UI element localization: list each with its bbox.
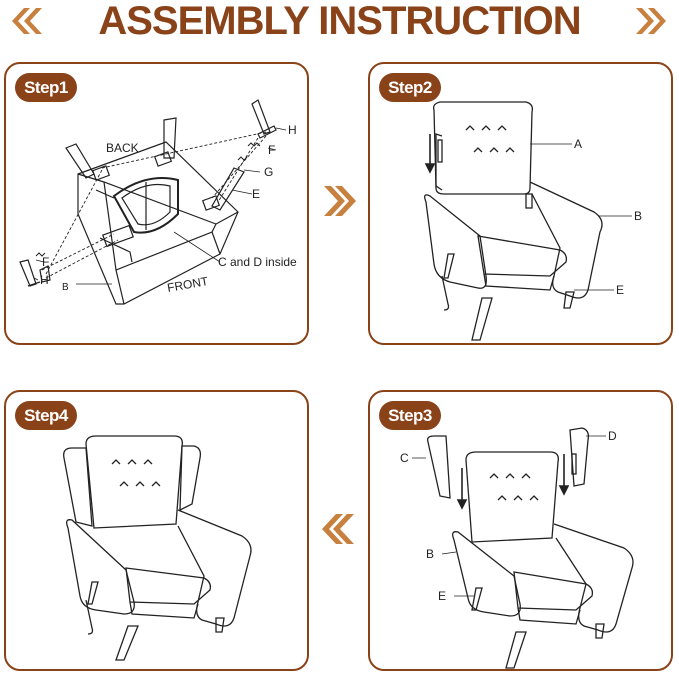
leg-back-left <box>87 581 99 605</box>
label-h-left: H <box>40 273 49 287</box>
arm-left <box>424 194 487 289</box>
page-title: ASSEMBLY INSTRUCTION <box>98 0 581 43</box>
leg-front-right <box>211 167 245 211</box>
label-c: C <box>400 451 409 465</box>
leg-front-left <box>471 297 493 341</box>
step4-badge: Step4 <box>15 401 77 430</box>
label-d: D <box>608 429 617 443</box>
label-b: B <box>62 282 69 293</box>
leg-back-left <box>471 587 483 611</box>
leg-back-left <box>443 253 455 279</box>
label-g: G <box>264 165 273 179</box>
arm-right <box>177 509 252 627</box>
seat-opening <box>112 177 179 234</box>
backrest <box>432 101 534 195</box>
label-b: B <box>634 209 642 223</box>
seat <box>477 235 568 277</box>
arm-right <box>529 181 603 299</box>
leg-front-right <box>215 617 225 633</box>
step3-panel: Step3 <box>368 390 673 671</box>
label-back: BACK <box>106 141 139 155</box>
leg-back-right <box>163 117 177 159</box>
label-e: E <box>616 283 624 297</box>
wing-left <box>63 447 93 527</box>
label-h-top: H <box>288 123 297 137</box>
label-a: A <box>574 137 582 151</box>
label-b: B <box>426 547 434 561</box>
label-f-left: F <box>42 255 49 269</box>
double-chevron-right-icon <box>324 186 356 216</box>
leg-front-left <box>505 631 527 669</box>
double-chevron-right-icon <box>636 8 666 34</box>
leg-front-right <box>563 291 575 309</box>
wing-d <box>569 427 590 487</box>
backrest <box>465 451 559 543</box>
step3-badge: Step3 <box>379 401 441 430</box>
arrow-down-icon <box>558 454 570 496</box>
step2-panel: Step2 <box>368 62 673 345</box>
label-e: E <box>252 187 260 201</box>
base-frame <box>77 141 239 305</box>
label-f-top: F <box>268 143 275 157</box>
step1-badge: Step1 <box>15 73 77 102</box>
step4-panel: Step4 <box>4 390 309 671</box>
arm-left <box>66 519 135 615</box>
step4-diagram <box>63 435 252 661</box>
arrow-down-icon <box>456 468 468 510</box>
step2-diagram: A B E <box>424 101 642 341</box>
step3-diagram: C D B E <box>400 427 634 669</box>
backrest <box>85 435 183 529</box>
step1-diagram: BACK H F G E C and D inside F H B FRONT <box>19 99 297 305</box>
label-front: FRONT <box>166 274 210 295</box>
step2-badge: Step2 <box>379 73 441 102</box>
wing-c <box>426 435 451 499</box>
seat <box>125 567 212 605</box>
arrow-down-icon <box>424 134 436 174</box>
label-c-and-d-inside: C and D inside <box>218 255 297 269</box>
double-chevron-left-icon <box>12 8 42 34</box>
double-chevron-left-icon <box>322 514 354 544</box>
label-e: E <box>438 589 446 603</box>
leg-front-right <box>595 623 605 639</box>
title-row: ASSEMBLY INSTRUCTION <box>0 0 679 44</box>
arm-left <box>452 531 521 617</box>
arm-right <box>553 523 634 633</box>
wing-right <box>179 445 202 512</box>
leg-back-left <box>65 143 95 179</box>
leg-front-left <box>115 625 139 661</box>
step1-panel: Step1 <box>4 62 309 345</box>
seat <box>513 571 594 611</box>
